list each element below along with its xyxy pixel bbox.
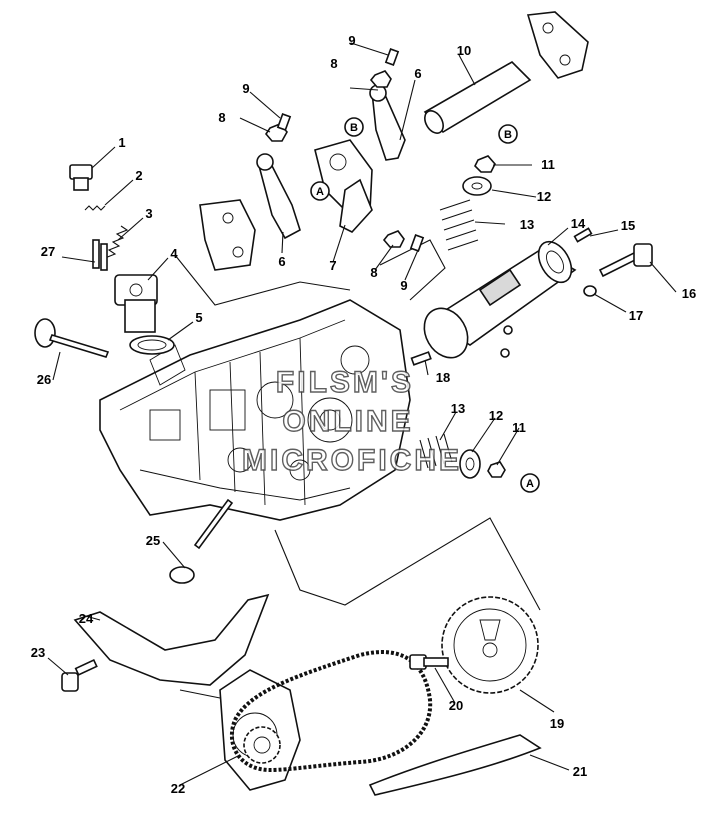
callout-13-lower: 13 [451, 401, 465, 416]
callout-12-lower: 12 [489, 408, 503, 423]
svg-text:A: A [316, 186, 324, 198]
callout-8-left: 8 [218, 110, 225, 125]
spring-13-lower [419, 433, 453, 469]
pin-27 [92, 239, 108, 271]
sprocket-22 [243, 726, 281, 764]
pin-15 [573, 227, 593, 243]
callout-1: 1 [118, 135, 125, 150]
callout-11-lower: 11 [512, 420, 526, 435]
spring-3 [104, 225, 129, 259]
reference-a-upper: A [310, 181, 330, 201]
cylinder-head [99, 299, 411, 521]
callout-13-upper: 13 [520, 217, 534, 232]
callout-10: 10 [457, 43, 471, 58]
bolt-23 [61, 658, 98, 692]
callout-3: 3 [145, 206, 152, 221]
callout-9-left: 9 [242, 81, 249, 96]
callout-24: 24 [79, 611, 94, 626]
gasket-5 [129, 335, 175, 355]
callout-27: 27 [41, 244, 55, 259]
watermark: FILSM'S ONLINE MICROFICHE [241, 365, 462, 477]
svg-text:A: A [526, 478, 534, 490]
svg-text:B: B [504, 129, 512, 141]
washer-17 [583, 285, 597, 297]
callout-15: 15 [621, 218, 635, 233]
callout-26: 26 [37, 372, 51, 387]
callout-21: 21 [573, 764, 587, 779]
callout-23: 23 [31, 645, 45, 660]
retainer-12-upper [462, 176, 492, 196]
timing-chain [229, 650, 433, 773]
camshaft-14 [423, 240, 577, 359]
reference-b-right: B [498, 124, 518, 144]
valve-25 [169, 498, 234, 584]
bolt-16 [598, 243, 653, 278]
small-dowels [500, 325, 513, 358]
exploded-frame-upper [174, 239, 446, 306]
reference-b-left: B [344, 117, 364, 137]
nut-11-lower [487, 461, 506, 478]
callout-8-mid: 8 [370, 265, 377, 280]
callout-11-upper: 11 [541, 157, 555, 172]
rocker-arm-6-left [256, 153, 301, 240]
callout-7: 7 [329, 258, 336, 273]
adjust-screws-9 [276, 48, 425, 252]
retainer-12-lower [459, 449, 481, 479]
watermark-line-1: FILSM'S [276, 366, 414, 399]
callout-2: 2 [135, 168, 142, 183]
watermark-line-3: MICROFICHE [242, 444, 462, 477]
callout-6-left: 6 [278, 254, 285, 269]
callout-25: 25 [146, 533, 160, 548]
svg-text:B: B [350, 122, 358, 134]
chain-guide-24 [73, 593, 270, 686]
tensioner-4 [114, 274, 158, 333]
leader-lines [47, 42, 677, 786]
callout-5: 5 [195, 310, 202, 325]
callout-6-right: 6 [414, 66, 421, 81]
reference-a-lower: A [520, 473, 540, 493]
callout-12-upper: 12 [537, 189, 551, 204]
cam-sprocket-19 [441, 596, 539, 694]
rocker-shaft-7 [314, 139, 373, 233]
bracket-top-right [526, 11, 589, 79]
chain-guide-21 [368, 734, 542, 796]
callout-16: 16 [682, 286, 696, 301]
valve-26 [34, 318, 110, 358]
callout-17: 17 [629, 308, 643, 323]
callout-19: 19 [550, 716, 564, 731]
callout-4: 4 [170, 246, 178, 261]
bolt-1 [69, 164, 93, 191]
dowel-18 [410, 351, 432, 366]
callout-22: 22 [171, 781, 185, 796]
bracket-upper [199, 199, 256, 271]
spring-2 [84, 205, 106, 211]
callout-20: 20 [449, 698, 463, 713]
callout-8-top: 8 [330, 56, 337, 71]
callout-9-top: 9 [348, 33, 355, 48]
callout-9-mid: 9 [400, 278, 407, 293]
callout-14: 14 [571, 216, 586, 231]
exploded-frame-lower [274, 517, 541, 611]
shaft-10 [423, 61, 532, 134]
nut-11-upper [474, 155, 496, 173]
bolt-20 [409, 654, 449, 670]
watermark-line-2: ONLINE [282, 405, 413, 438]
rocker-arm-6-right [369, 84, 406, 161]
spring-13-upper [439, 199, 479, 251]
callout-18: 18 [436, 370, 450, 385]
